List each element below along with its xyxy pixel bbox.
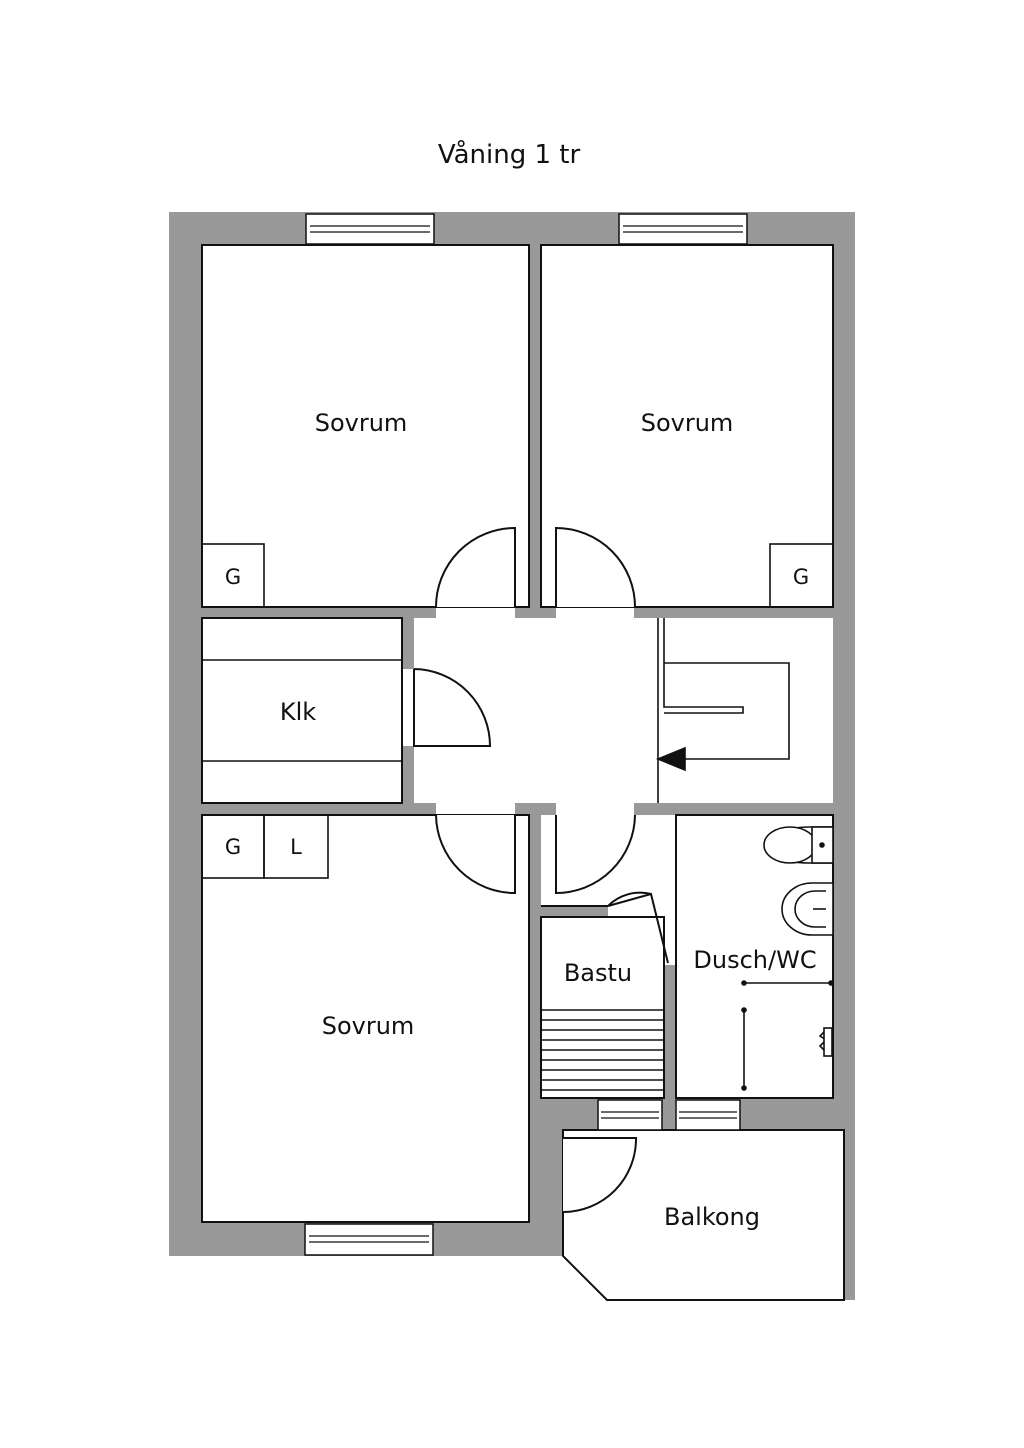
window-top-left xyxy=(305,213,435,245)
shower-head-icon xyxy=(818,1027,833,1057)
room-label-sovrum-bottom: Sovrum xyxy=(322,1012,415,1040)
floor-title: Våning 1 tr xyxy=(437,140,581,170)
window-dusch xyxy=(675,1099,741,1131)
stairs xyxy=(655,618,790,803)
windows xyxy=(304,213,748,1256)
room-labels: Sovrum Sovrum Klk Sovrum Bastu Dusch/WC … xyxy=(225,409,817,1231)
wardrobe-tag-g-top-left: G xyxy=(225,565,241,589)
room-label-dusch-wc: Dusch/WC xyxy=(693,946,816,974)
bastu-benches xyxy=(541,1009,664,1091)
wardrobe-tag-g-bottom: G xyxy=(225,835,241,859)
room-label-balkong: Balkong xyxy=(664,1203,760,1231)
room-outlines xyxy=(201,244,845,1301)
stair-arrow-icon xyxy=(655,746,686,772)
toilet-icon xyxy=(763,826,834,864)
room-label-bastu: Bastu xyxy=(564,959,632,987)
bathroom-fixtures xyxy=(741,826,834,1091)
window-bottom xyxy=(304,1223,434,1256)
doors xyxy=(413,526,669,1213)
shower-screen-icon xyxy=(741,980,834,1091)
room-label-klk: Klk xyxy=(280,698,316,726)
room-fills xyxy=(202,245,844,1300)
wardrobe-tag-g-top-right: G xyxy=(793,565,809,589)
window-top-right xyxy=(618,213,748,245)
wardrobe-tag-l-bottom: L xyxy=(290,835,302,859)
window-bastu xyxy=(597,1099,663,1131)
room-label-sovrum-top-left: Sovrum xyxy=(315,409,408,437)
wardrobes xyxy=(201,543,834,879)
room-label-sovrum-top-right: Sovrum xyxy=(641,409,734,437)
sink-icon xyxy=(781,882,834,936)
